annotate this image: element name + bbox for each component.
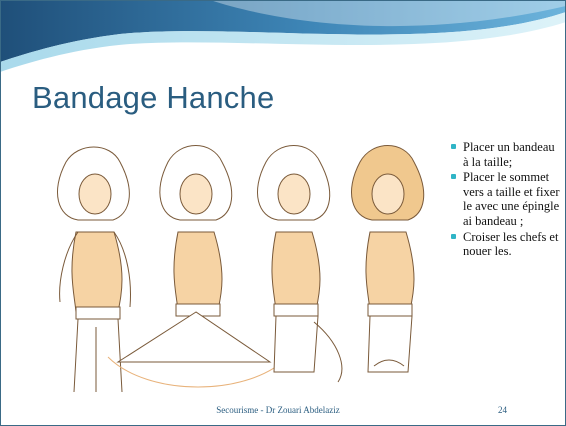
- slide-frame: [0, 0, 566, 426]
- slide: Bandage Hanche: [0, 0, 566, 426]
